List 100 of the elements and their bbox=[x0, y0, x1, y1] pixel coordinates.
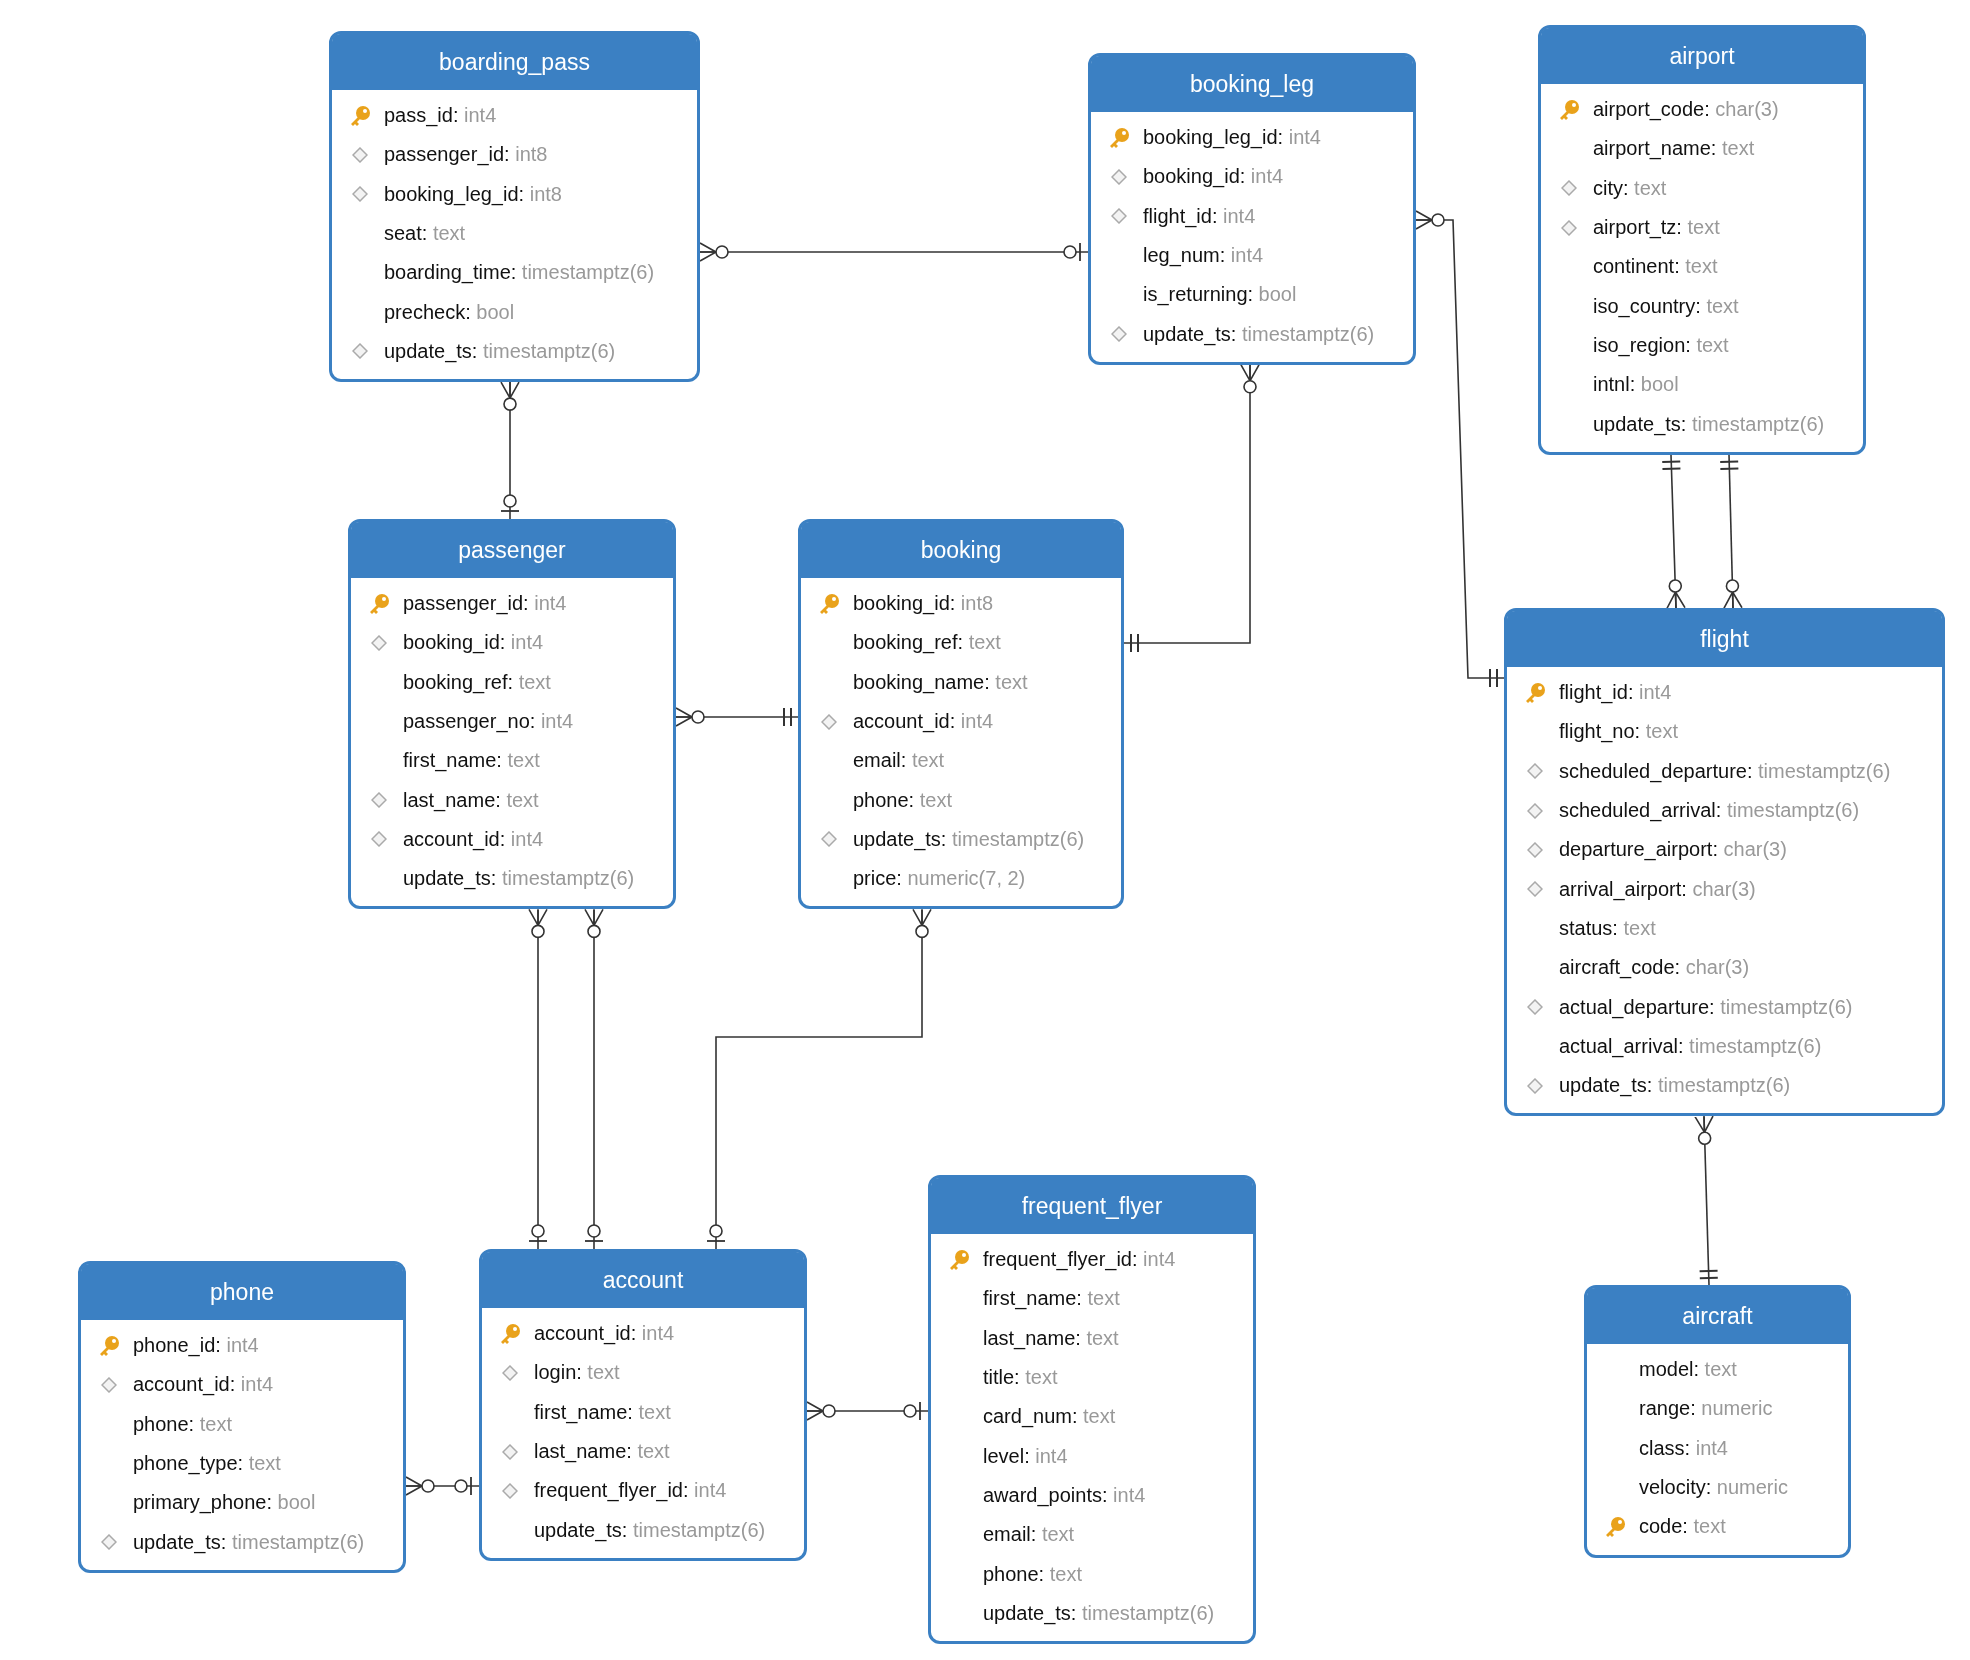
column-field: card_num: text bbox=[983, 1405, 1116, 1429]
column-field: leg_num: int4 bbox=[1143, 244, 1264, 268]
table-header: phone bbox=[81, 1264, 403, 1320]
table-header: airport bbox=[1541, 28, 1863, 84]
column-field: update_ts: timestamptz(6) bbox=[853, 827, 1085, 851]
table-card bbox=[78, 1261, 406, 1573]
column-field: code: text bbox=[1639, 1515, 1726, 1539]
table-card bbox=[798, 519, 1124, 910]
column-field: phone: text bbox=[853, 788, 952, 812]
column-field: passenger_id: int4 bbox=[403, 592, 567, 616]
column-field: status: text bbox=[1559, 916, 1656, 940]
column-field: arrival_airport: char(3) bbox=[1559, 877, 1756, 901]
column-field: last_name: text bbox=[983, 1326, 1119, 1350]
column-field: first_name: text bbox=[403, 749, 540, 773]
column-field: phone: text bbox=[983, 1562, 1082, 1586]
column-field: primary_phone: bool bbox=[133, 1491, 316, 1515]
column-field: phone_id: int4 bbox=[133, 1334, 259, 1358]
column-field: update_ts: timestamptz(6) bbox=[983, 1601, 1215, 1625]
column-field: phone: text bbox=[133, 1412, 232, 1436]
column-field: booking_ref: text bbox=[853, 631, 1001, 655]
relationship-line bbox=[500, 381, 520, 520]
column-field: velocity: numeric bbox=[1639, 1476, 1788, 1500]
column-field: class: int4 bbox=[1639, 1436, 1728, 1460]
column-field: account_id: int4 bbox=[133, 1373, 274, 1397]
relationship-line bbox=[806, 1401, 929, 1421]
column-field: departure_airport: char(3) bbox=[1559, 838, 1787, 862]
column-field: level: int4 bbox=[983, 1444, 1068, 1468]
table-card bbox=[928, 1175, 1256, 1644]
column-field: airport_code: char(3) bbox=[1593, 98, 1779, 122]
table-header: account bbox=[482, 1252, 804, 1308]
column-field: login: text bbox=[534, 1361, 620, 1385]
relationship-line bbox=[1720, 453, 1743, 610]
column-field: aircraft_code: char(3) bbox=[1559, 956, 1750, 980]
column-field: precheck: bool bbox=[384, 300, 515, 324]
table-card bbox=[1538, 25, 1866, 455]
column-field: email: text bbox=[853, 749, 945, 773]
table-header: passenger bbox=[351, 522, 673, 578]
column-field: passenger_id: int8 bbox=[384, 143, 548, 167]
column-field: passenger_no: int4 bbox=[403, 710, 574, 734]
column-field: first_name: text bbox=[534, 1400, 671, 1424]
column-field: update_ts: timestamptz(6) bbox=[133, 1530, 365, 1554]
table-header: frequent_flyer bbox=[931, 1178, 1253, 1234]
column-field: booking_leg_id: int8 bbox=[384, 182, 562, 206]
relationship-line bbox=[699, 242, 1089, 262]
column-field: update_ts: timestamptz(6) bbox=[403, 867, 635, 891]
table-card bbox=[1088, 53, 1416, 365]
column-field: flight_id: int4 bbox=[1143, 204, 1256, 228]
column-field: last_name: text bbox=[403, 788, 539, 812]
column-field: flight_no: text bbox=[1559, 720, 1678, 744]
column-field: airport_name: text bbox=[1593, 137, 1755, 161]
column-field: actual_departure: timestamptz(6) bbox=[1559, 995, 1853, 1019]
relationship-line bbox=[584, 908, 604, 1250]
column-field: last_name: text bbox=[534, 1440, 670, 1464]
column-field: update_ts: timestamptz(6) bbox=[1143, 322, 1375, 346]
relationship-line bbox=[1415, 210, 1505, 687]
table-card bbox=[1504, 608, 1945, 1117]
relationship-line bbox=[1123, 364, 1260, 652]
column-field: frequent_flyer_id: int4 bbox=[534, 1479, 727, 1503]
column-field: frequent_flyer_id: int4 bbox=[983, 1248, 1176, 1272]
column-field: booking_id: int4 bbox=[1143, 165, 1284, 189]
column-field: phone_type: text bbox=[133, 1452, 281, 1476]
column-field: boarding_time: timestamptz(6) bbox=[384, 261, 655, 285]
column-field: booking_ref: text bbox=[403, 670, 551, 694]
column-field: booking_name: text bbox=[853, 670, 1028, 694]
column-field: price: numeric(7, 2) bbox=[853, 867, 1026, 891]
column-field: account_id: int4 bbox=[853, 710, 994, 734]
column-field: scheduled_departure: timestamptz(6) bbox=[1559, 759, 1891, 783]
column-field: first_name: text bbox=[983, 1287, 1120, 1311]
table-card bbox=[348, 519, 676, 910]
column-field: seat: text bbox=[384, 222, 466, 246]
relationship-line bbox=[706, 908, 932, 1250]
column-field: continent: text bbox=[1593, 255, 1718, 279]
column-field: email: text bbox=[983, 1523, 1075, 1547]
relationship-line bbox=[675, 707, 799, 727]
column-field: account_id: int4 bbox=[534, 1322, 675, 1346]
relationship-line bbox=[1694, 1115, 1718, 1286]
column-field: scheduled_arrival: timestamptz(6) bbox=[1559, 799, 1860, 823]
relationship-line bbox=[1662, 453, 1686, 610]
column-field: range: numeric bbox=[1639, 1397, 1773, 1421]
table-header: flight bbox=[1507, 611, 1942, 667]
relationship-line bbox=[405, 1476, 480, 1496]
table-header: aircraft bbox=[1587, 1288, 1848, 1344]
column-field: city: text bbox=[1593, 176, 1667, 200]
column-field: title: text bbox=[983, 1366, 1058, 1390]
table-card bbox=[329, 31, 700, 383]
column-field: actual_arrival: timestamptz(6) bbox=[1559, 1034, 1822, 1058]
column-field: model: text bbox=[1639, 1358, 1737, 1382]
table-card bbox=[479, 1249, 807, 1561]
table-header: booking bbox=[801, 522, 1121, 578]
column-field: flight_id: int4 bbox=[1559, 681, 1672, 705]
table-header: boarding_pass bbox=[332, 34, 697, 90]
column-field: pass_id: int4 bbox=[384, 104, 497, 128]
column-field: update_ts: timestamptz(6) bbox=[534, 1518, 766, 1542]
column-field: update_ts: timestamptz(6) bbox=[1559, 1074, 1791, 1098]
column-field: intnl: bool bbox=[1593, 373, 1679, 397]
column-field: account_id: int4 bbox=[403, 827, 544, 851]
column-field: iso_region: text bbox=[1593, 333, 1729, 357]
column-field: airport_tz: text bbox=[1593, 216, 1720, 240]
column-field: iso_country: text bbox=[1593, 294, 1739, 318]
column-field: booking_id: int4 bbox=[403, 631, 544, 655]
